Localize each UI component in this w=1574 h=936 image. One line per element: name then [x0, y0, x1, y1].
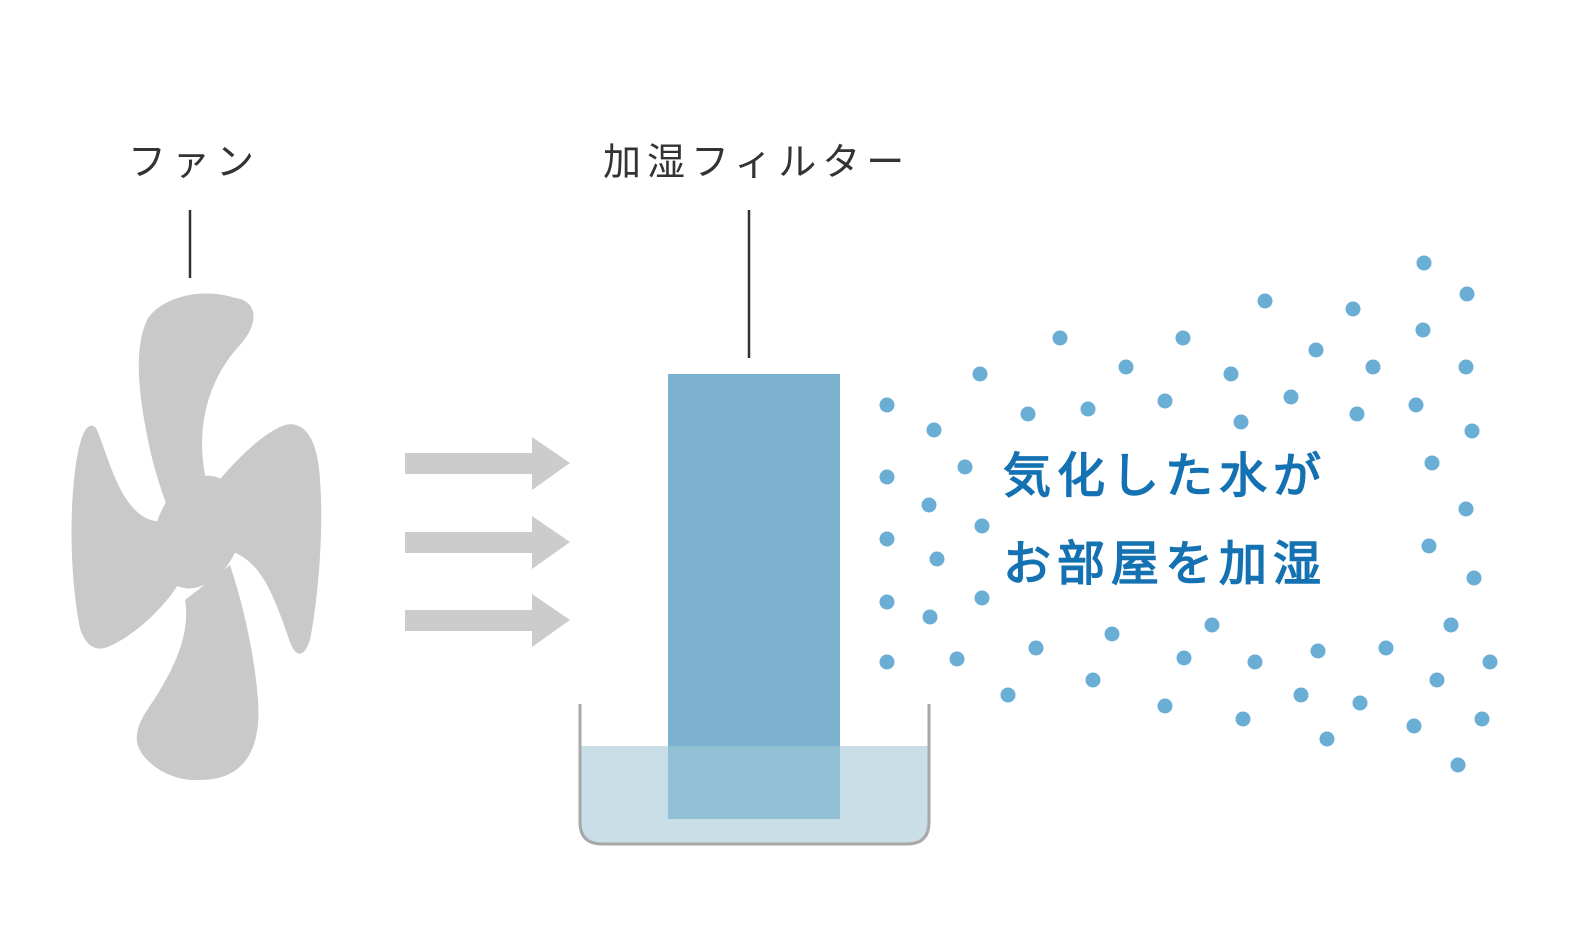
water-droplet-icon	[1408, 397, 1424, 413]
water-droplet-icon	[1415, 322, 1431, 338]
water-droplet-icon	[1310, 643, 1326, 659]
water-droplet-icon	[1235, 711, 1251, 727]
water-droplet-icon	[1319, 731, 1335, 747]
water-droplet-icon	[1247, 654, 1263, 670]
filter-label: 加湿フィルター	[603, 140, 911, 184]
filter-submerged-part	[668, 746, 840, 819]
fan-label: ファン	[128, 140, 261, 184]
water-droplet-icon	[921, 497, 937, 513]
airflow-arrow-icon	[405, 437, 570, 490]
airflow-arrows	[405, 437, 570, 647]
water-droplet-icon	[1223, 366, 1239, 382]
water-droplet-icon	[1257, 293, 1273, 309]
water-droplet-icon	[957, 459, 973, 475]
water-droplet-icon	[949, 651, 965, 667]
water-droplet-icon	[1176, 650, 1192, 666]
water-droplet-icon	[972, 366, 988, 382]
message-line-2: お部屋を加湿	[1003, 536, 1328, 592]
water-droplet-icon	[1204, 617, 1220, 633]
water-droplet-icon	[1464, 423, 1480, 439]
water-droplet-icon	[1352, 695, 1368, 711]
water-droplet-icon	[1308, 342, 1324, 358]
water-droplet-icon	[1450, 757, 1466, 773]
message-line-1: 気化した水が	[1003, 448, 1328, 504]
water-droplet-icon	[929, 551, 945, 567]
tray-outline	[578, 704, 931, 846]
fan-blade-top	[138, 293, 254, 520]
water-droplet-icon	[1349, 406, 1365, 422]
water-droplet-icon	[1283, 389, 1299, 405]
fan-icon	[71, 293, 322, 781]
water-droplet-icon	[1429, 672, 1445, 688]
fan-blade-bottom	[136, 565, 259, 781]
water-droplet-icon	[926, 422, 942, 438]
water-droplet-icon	[1421, 538, 1437, 554]
water-droplet-icon	[922, 609, 938, 625]
water-droplet-icon	[1424, 455, 1440, 471]
water-droplet-icon	[879, 654, 895, 670]
fan-blade-left	[71, 425, 178, 649]
water-droplet-icon	[1482, 654, 1498, 670]
water-droplet-icon	[974, 518, 990, 534]
fan-hub	[153, 475, 243, 589]
water-droplet-icon	[1443, 617, 1459, 633]
water-droplet-icon	[1052, 330, 1068, 346]
vapor-droplets	[879, 255, 1498, 773]
water-droplet-icon	[1233, 414, 1249, 430]
water-droplet-icon	[1406, 718, 1422, 734]
water-droplet-icon	[1020, 406, 1036, 422]
water-droplet-icon	[1466, 570, 1482, 586]
water-droplet-icon	[1157, 698, 1173, 714]
water-droplet-icon	[1118, 359, 1134, 375]
water-droplet-icon	[1345, 301, 1361, 317]
water-droplet-icon	[879, 469, 895, 485]
humidifier-filter-icon	[668, 374, 840, 819]
water-droplet-icon	[1000, 687, 1016, 703]
water-droplet-icon	[1080, 401, 1096, 417]
water-droplet-icon	[974, 590, 990, 606]
fan-blade-right	[215, 424, 322, 654]
water-droplet-icon	[1293, 687, 1309, 703]
water-droplet-icon	[879, 531, 895, 547]
water-droplet-icon	[1474, 711, 1490, 727]
water-droplet-icon	[1157, 393, 1173, 409]
water-droplet-icon	[1175, 330, 1191, 346]
water-droplet-icon	[1459, 286, 1475, 302]
water-droplet-icon	[1028, 640, 1044, 656]
airflow-arrow-icon	[405, 594, 570, 647]
water-droplet-icon	[1365, 359, 1381, 375]
airflow-arrow-icon	[405, 516, 570, 569]
water-droplet-icon	[1104, 626, 1120, 642]
water-droplet-icon	[879, 594, 895, 610]
water-droplet-icon	[1085, 672, 1101, 688]
water-droplet-icon	[1458, 501, 1474, 517]
water-droplet-icon	[1378, 640, 1394, 656]
water-droplet-icon	[1458, 359, 1474, 375]
water-droplet-icon	[879, 397, 895, 413]
water-droplet-icon	[1416, 255, 1432, 271]
